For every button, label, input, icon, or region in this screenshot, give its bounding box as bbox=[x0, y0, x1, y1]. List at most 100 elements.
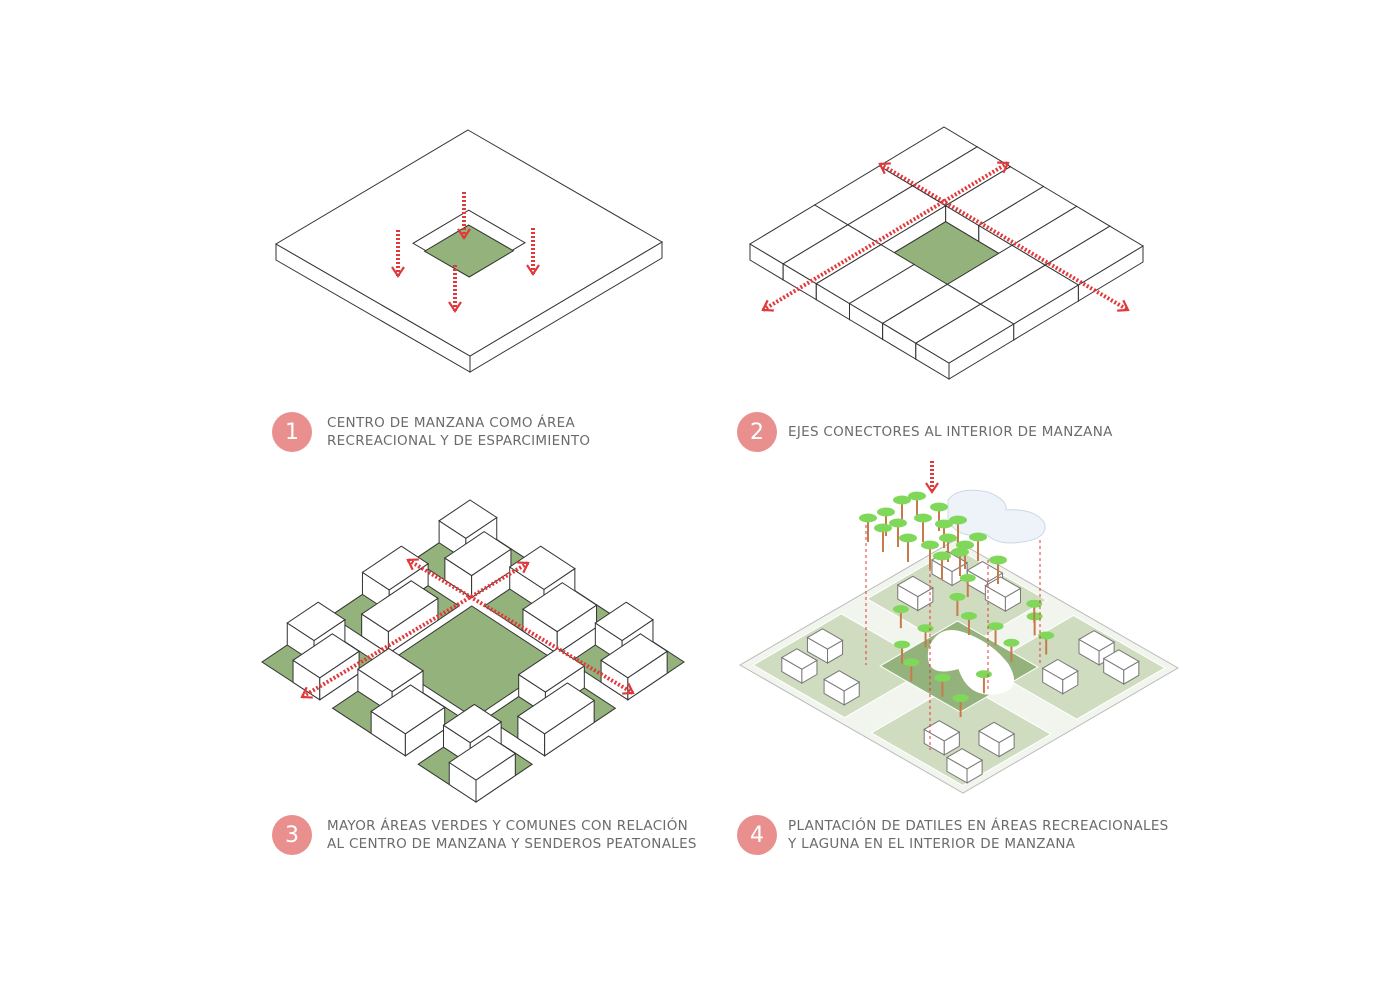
diagram-4-palms-lagoon bbox=[739, 461, 1179, 794]
step-description: CENTRO DE MANZANA COMO ÁREA RECREACIONAL… bbox=[327, 414, 590, 450]
house-top bbox=[896, 575, 934, 598]
palm-crown-icon bbox=[975, 670, 992, 679]
arrow-head-icon bbox=[761, 299, 774, 312]
step-3-caption: 3 MAYOR ÁREAS VERDES Y COMUNES CON RELAC… bbox=[272, 815, 697, 855]
caption-line: CENTRO DE MANZANA COMO ÁREA bbox=[327, 415, 576, 431]
house-top bbox=[1102, 649, 1140, 671]
arrow-head-icon bbox=[997, 161, 1010, 174]
house-top bbox=[945, 748, 984, 770]
palm-crown-icon bbox=[893, 640, 910, 649]
step-2-caption: 2 EJES CONECTORES AL INTERIOR DE MANZANA bbox=[737, 412, 1113, 452]
step-description: PLANTACIÓN DE DATILES EN ÁREAS RECREACIO… bbox=[788, 817, 1169, 853]
house-top bbox=[978, 721, 1016, 744]
palm-crown-icon bbox=[959, 574, 976, 582]
palm-crown-icon bbox=[908, 491, 926, 501]
house-top bbox=[823, 670, 861, 692]
diagram-3-green-areas bbox=[261, 499, 685, 803]
palm-crown-icon bbox=[1026, 599, 1043, 608]
palm-crown-icon bbox=[989, 555, 1007, 565]
step-number-badge: 2 bbox=[737, 412, 777, 452]
building-top bbox=[517, 647, 586, 693]
block-top bbox=[914, 303, 1015, 364]
palm-crown-icon bbox=[960, 611, 977, 620]
palm-crown-icon bbox=[889, 518, 907, 528]
building-top bbox=[594, 601, 654, 642]
arrow-head-icon bbox=[878, 162, 891, 175]
arrow-head-icon bbox=[448, 301, 462, 313]
building-top bbox=[286, 601, 346, 642]
arrow-head-icon bbox=[622, 682, 635, 695]
palm-crown-icon bbox=[934, 673, 951, 682]
building-top bbox=[442, 703, 503, 744]
step-4-caption: 4 PLANTACIÓN DE DATILES EN ÁREAS RECREAC… bbox=[737, 815, 1169, 855]
palm-crown-icon bbox=[893, 495, 911, 505]
building-top bbox=[361, 545, 430, 591]
house-top bbox=[984, 576, 1022, 598]
palm-crown-icon bbox=[949, 515, 967, 525]
floating-lagoon bbox=[947, 489, 1046, 544]
building-top bbox=[356, 647, 424, 693]
step-description: MAYOR ÁREAS VERDES Y COMUNES CON RELACIÓ… bbox=[327, 817, 697, 853]
caption-line: PLANTACIÓN DE DATILES EN ÁREAS RECREACIO… bbox=[788, 818, 1169, 834]
step-1-caption: 1 CENTRO DE MANZANA COMO ÁREA RECREACION… bbox=[272, 412, 590, 452]
house-top bbox=[1078, 630, 1116, 652]
palm-crown-icon bbox=[930, 502, 948, 512]
building-top bbox=[370, 684, 446, 735]
building-top bbox=[438, 499, 498, 539]
palm-crown-icon bbox=[914, 513, 932, 523]
palm-crown-icon bbox=[903, 658, 920, 667]
palm-crown-icon bbox=[939, 533, 957, 543]
palm-crown-icon bbox=[859, 513, 877, 523]
house-top bbox=[1041, 658, 1079, 681]
step-description: EJES CONECTORES AL INTERIOR DE MANZANA bbox=[788, 423, 1113, 441]
palm-crown-icon bbox=[899, 533, 917, 543]
palm-crown-icon bbox=[877, 507, 895, 517]
step-number-badge: 3 bbox=[272, 815, 312, 855]
palm-crown-icon bbox=[987, 622, 1004, 631]
arrow-head-icon bbox=[457, 228, 471, 240]
arrow-head-icon bbox=[406, 558, 419, 571]
palm-crown-icon bbox=[935, 519, 953, 529]
caption-line: AL CENTRO DE MANZANA Y SENDEROS PEATONAL… bbox=[327, 836, 697, 852]
arrow-head-icon bbox=[925, 482, 939, 494]
palm-crown-icon bbox=[969, 532, 987, 542]
lagoon bbox=[927, 629, 1015, 695]
palm-crown-icon bbox=[874, 523, 892, 533]
caption-line: RECREACIONAL Y DE ESPARCIMIENTO bbox=[327, 433, 591, 449]
palm-crown-icon bbox=[949, 592, 966, 601]
lot-green bbox=[870, 681, 1052, 786]
diagram-2-connector-axes bbox=[749, 126, 1144, 380]
step-number-badge: 4 bbox=[737, 815, 777, 855]
arrow-head-icon bbox=[526, 264, 540, 276]
building-top bbox=[443, 531, 512, 577]
arrow-head-icon bbox=[517, 561, 530, 574]
house-top bbox=[923, 720, 961, 742]
arrow-head-icon bbox=[1117, 299, 1130, 312]
building-top bbox=[292, 633, 360, 679]
building-top bbox=[516, 682, 596, 735]
building-top bbox=[508, 545, 576, 590]
arrow-head-icon bbox=[391, 266, 405, 278]
diagram-1-block-center bbox=[275, 129, 663, 373]
palm-crown-icon bbox=[952, 694, 969, 703]
arrow-head-icon bbox=[300, 686, 313, 699]
step-number-badge: 1 bbox=[272, 412, 312, 452]
palm-crown-icon bbox=[951, 547, 969, 557]
building-top bbox=[600, 633, 669, 679]
house-top bbox=[780, 648, 818, 670]
lot-green bbox=[984, 614, 1166, 720]
palm-crown-icon bbox=[956, 540, 974, 550]
palm-crown-icon bbox=[892, 605, 909, 614]
building-top bbox=[522, 582, 598, 633]
green-courtyard bbox=[423, 224, 515, 278]
palm-crown-icon bbox=[933, 551, 951, 561]
caption-line: MAYOR ÁREAS VERDES Y COMUNES CON RELACIÓ… bbox=[327, 818, 689, 834]
dotted-arrow-line bbox=[406, 558, 635, 695]
palm-crown-icon bbox=[917, 624, 934, 633]
palm-crown-icon bbox=[921, 540, 939, 550]
house-top bbox=[966, 561, 1004, 583]
palm-crown-icon bbox=[1003, 638, 1020, 647]
palm-crown-icon bbox=[1038, 631, 1055, 640]
house-top bbox=[806, 628, 844, 650]
